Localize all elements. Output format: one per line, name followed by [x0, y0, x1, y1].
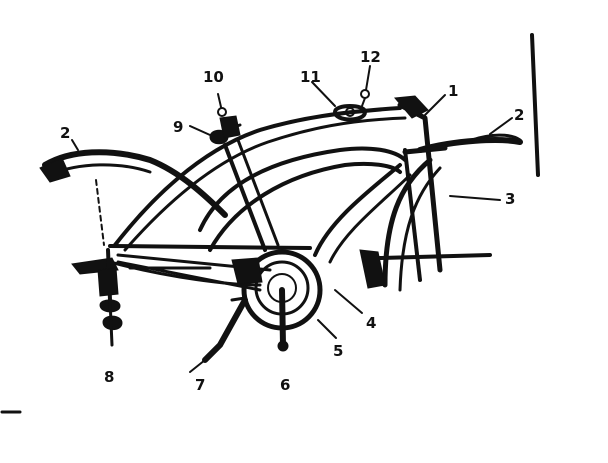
callout-2-front: 2	[514, 106, 524, 124]
callout-12: 12	[360, 48, 381, 66]
rear-axle-hardware	[71, 248, 123, 347]
head-bolt	[360, 89, 370, 107]
callout-2-rear: 2	[60, 124, 70, 142]
callout-6: 6	[280, 376, 290, 394]
leader-lines	[71, 65, 513, 373]
callout-5: 5	[333, 342, 343, 360]
callout-8: 8	[104, 368, 114, 386]
chain-guard	[108, 244, 312, 287]
callout-10: 10	[203, 68, 224, 86]
rear-fender	[39, 149, 228, 218]
callout-3: 3	[505, 190, 515, 208]
right-margin-rule	[530, 33, 540, 177]
callout-11: 11	[300, 68, 321, 86]
sprocket-crank	[231, 249, 323, 331]
callout-1: 1	[448, 82, 458, 100]
crank-arm	[277, 287, 289, 352]
callout-4: 4	[366, 314, 376, 332]
callout-7: 7	[195, 376, 205, 394]
callout-9: 9	[173, 118, 183, 136]
seat-post-top	[217, 107, 241, 139]
nameplate-emblem	[333, 104, 367, 122]
kickstand	[202, 296, 248, 363]
